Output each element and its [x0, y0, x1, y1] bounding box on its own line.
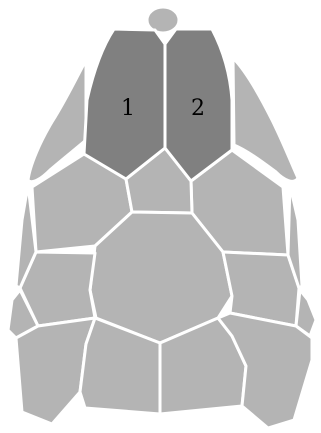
left-highlighted-scale-label: 1 — [121, 96, 135, 121]
right-highlighted-scale-label: 2 — [191, 96, 205, 121]
